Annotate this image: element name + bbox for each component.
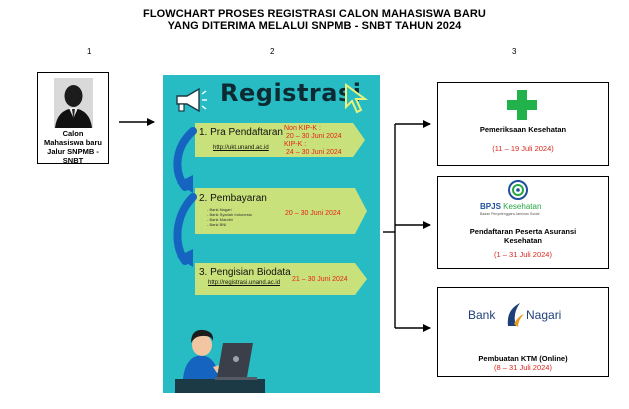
step2-banner [195,188,367,234]
bpjs-logo-word2: Kesehatan [503,202,542,211]
outcome-kesehatan-title: Pemeriksaan Kesehatan [479,125,567,134]
step2-bank: - Bank Nagari [207,207,232,212]
cursor-arrow-icon [345,83,369,114]
step2-bank: - Bank BNI [207,222,227,227]
step3-date: 21 – 30 Juni 2024 [292,276,348,283]
applicant-photo-icon [54,78,93,128]
megaphone-icon [176,87,207,113]
person-laptop-illustration [175,329,265,393]
bank-nagari-word2: Nagari [526,308,562,322]
step3-url[interactable]: http://registrasi.unand.ac.id [208,280,281,286]
outcome-bpjs-box: BPJS Kesehatan Badan Penyelenggara Jamin… [437,176,609,269]
step2-date: 20 – 30 Juni 2024 [285,210,341,217]
outcome-kesehatan-date: (11 – 19 Juli 2024) [492,144,554,153]
flow-curve-arrows [173,127,197,267]
outcome-kesehatan-box: Pemeriksaan Kesehatan (11 – 19 Juli 2024… [437,82,609,166]
applicant-label-line: Jalur SNPMB - [47,147,99,156]
flowchart-title-line1: FLOWCHART PROSES REGISTRASI CALON MAHASI… [143,8,486,20]
step1-note: 20 – 30 Juni 2024 [286,133,342,140]
step1-note: KIP-K : [284,141,307,148]
bank-nagari-swoosh-icon [507,303,524,327]
column-number-2: 2 [270,47,275,56]
applicant-label-line: Calon [62,129,84,138]
outcome-bpjs-title-line: Kesehatan [504,236,542,245]
step3-banner [195,263,367,295]
applicant-label-line: SNBT [62,156,84,165]
step1-dates: Non KIP-K : 20 – 30 Juni 2024 KIP-K : 24… [284,125,342,157]
step1-url[interactable]: http://ukt.unand.ac.id [213,145,269,151]
bank-nagari-word1: Bank [468,308,496,322]
bank-nagari-logo: Bank Nagari [468,300,580,334]
outcome-ktm-box: Bank Nagari Pembuatan KTM (Online) (8 – … [437,287,609,377]
curve-arrowhead [177,249,193,267]
bpjs-logo-text: BPJS Kesehatan [480,202,541,211]
column-number-1: 1 [87,47,92,56]
column-number-3: 3 [512,47,517,56]
flowchart-title-line2: YANG DITERIMA MELALUI SNPMB - SNBT TAHUN… [167,20,462,32]
applicant-box: Calon Mahasiswa baru Jalur SNPMB - SNBT [37,72,109,165]
registrasi-poster: Registrasi 1. Pra Pendaftaran http://ukt… [163,75,380,393]
outcome-ktm-title: Pembuatan KTM (Online) [478,354,568,363]
step1-banner [195,123,365,157]
outcome-bpjs-title: Pendaftaran Peserta Asuransi Kesehatan [438,227,608,245]
green-cross-icon [507,90,537,120]
step2-title: 2. Pembayaran [199,193,267,204]
step3-title: 3. Pengisian Biodata [199,267,291,278]
applicant-label: Calon Mahasiswa baru Jalur SNPMB - SNBT [38,129,108,165]
bpjs-emblem-icon [508,180,528,200]
outcome-bpjs-date: (1 – 31 Juli 2024) [494,250,552,259]
outcome-bpjs-title-line: Pendaftaran Peserta Asuransi [469,227,577,236]
bpjs-logo-subtitle: Badan Penyelenggara Jaminan Sosial [480,212,540,216]
step1-note: Non KIP-K : [284,125,321,132]
bpjs-logo: BPJS Kesehatan Badan Penyelenggara Jamin… [478,180,570,220]
step1-note: 24 – 30 Juni 2024 [286,149,342,156]
registrasi-heading: Registrasi [220,79,362,107]
applicant-label-line: Mahasiswa baru [44,138,102,147]
step2-bank: - Bank Syariah Indonesia [207,212,252,217]
step1-title: 1. Pra Pendaftaran [199,127,283,138]
curve-arrowhead [177,175,193,193]
step2-bank: - Bank Mandiri [207,217,233,222]
bpjs-logo-word: BPJS [480,202,501,211]
outcome-ktm-date: (8 – 31 Juli 2024) [494,363,552,372]
